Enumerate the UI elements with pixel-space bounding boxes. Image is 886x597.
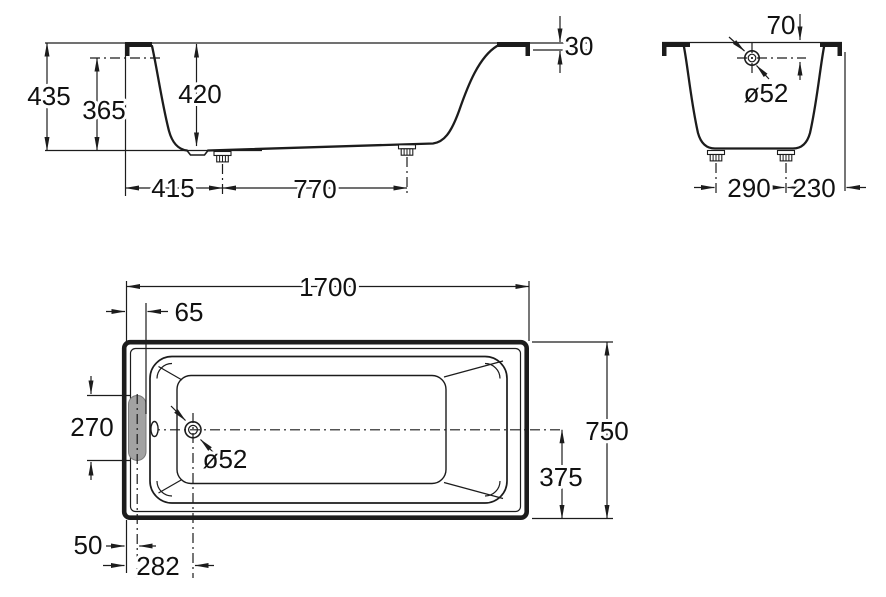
dim-label-overall-length: 1700 <box>299 272 357 302</box>
dim-label-overflow-offset: 65 <box>175 297 204 327</box>
dim-label-rim-drop: 30 <box>565 31 594 61</box>
corner-arc-top-right <box>484 362 501 379</box>
dim-label-end-to-front-foot: 415 <box>151 173 194 203</box>
floor-and-foot-wall-profile <box>206 44 499 152</box>
right-rim-section <box>497 42 530 56</box>
left-rim-section <box>125 42 152 56</box>
dim-label-end-to-drain: 282 <box>136 551 179 581</box>
end-view: 70 ø52 290 230 <box>662 7 866 206</box>
overflow-leader-arrow-lower <box>756 65 770 80</box>
dim-label-overall-width: 750 <box>585 416 628 446</box>
corner-arc-bottom-right <box>484 480 501 497</box>
dim-label-overflow-diameter: ø52 <box>744 78 789 108</box>
side-view: 435 365 420 30 415 770 <box>24 16 596 207</box>
tub-cross-section-profile <box>682 45 826 150</box>
dim-label-overflow-below-rim: 70 <box>767 10 796 40</box>
corner-arc-top-left <box>156 362 173 379</box>
dim-label-foot-spacing-side: 770 <box>293 174 336 204</box>
overflow-hole-inner <box>747 53 757 63</box>
corner-chamfer-top-right <box>443 360 504 378</box>
dim-label-half-width: 375 <box>539 462 582 492</box>
dim-label-overflow-height: 365 <box>82 95 125 125</box>
dim-label-foot-spacing-end: 290 <box>727 173 770 203</box>
dim-label-drain-diameter: ø52 <box>203 444 248 474</box>
rear-foot-glyph <box>397 144 417 156</box>
right-foot-glyph <box>776 149 796 162</box>
left-foot-glyph <box>706 149 726 162</box>
plan-view: 1700 65 270 ø52 750 375 50 282 <box>67 269 631 584</box>
head-wall-profile <box>150 44 189 152</box>
dim-label-internal-depth: 420 <box>178 79 221 109</box>
tub-outer-outline <box>121 339 529 521</box>
overflow-leader-arrow-upper <box>728 36 745 52</box>
dim-label-foot-to-edge: 230 <box>792 173 835 203</box>
corner-chamfer-bottom-right <box>443 481 504 500</box>
dim-label-overall-height: 435 <box>27 81 70 111</box>
corner-chamfer-bottom-left <box>158 478 183 494</box>
corner-chamfer-top-left <box>158 365 183 381</box>
right-rim-section <box>820 42 842 56</box>
drain-recess-profile <box>186 150 209 156</box>
corner-arc-bottom-left <box>156 480 173 497</box>
dim-label-edge-to-overflow: 50 <box>74 530 103 560</box>
dim-label-overflow-zone-length: 270 <box>70 412 113 442</box>
drain-leader-arrow-lower <box>200 439 216 455</box>
overflow-hole-plan <box>150 420 159 438</box>
front-foot-glyph <box>213 150 232 163</box>
drain-leader-arrow-upper <box>170 405 186 421</box>
left-rim-section <box>662 42 690 56</box>
